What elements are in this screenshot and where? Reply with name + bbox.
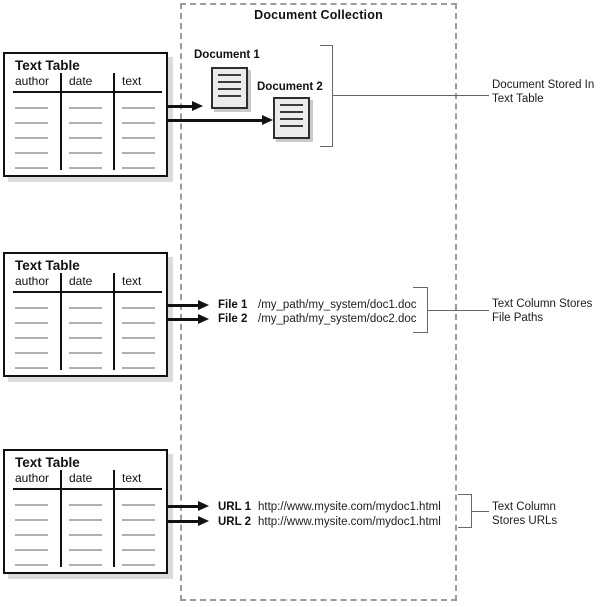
text-table-2: Text Table author date text <box>3 252 168 377</box>
placeholder-rows <box>15 307 48 370</box>
arrow-to-url-2 <box>166 516 209 527</box>
arrow-shaft <box>166 105 194 108</box>
annotation-line: File Paths <box>492 312 544 324</box>
document-2-label: Document 2 <box>257 81 323 93</box>
document-1-label: Document 1 <box>194 49 260 61</box>
document-collection-box <box>180 3 457 601</box>
annotation-line: Text Column Stores <box>492 298 593 310</box>
header-underline <box>13 91 162 93</box>
file-1-row: File 1 /my_path/my_system/doc1.doc <box>218 299 417 311</box>
column-header-author: author <box>15 274 50 288</box>
text-table-1: Text Table author date text <box>3 52 168 177</box>
arrow-head-icon <box>198 314 209 324</box>
url-2-label: URL 2 <box>218 516 252 528</box>
arrow-head-icon <box>192 101 203 111</box>
header-underline <box>13 488 162 490</box>
annotation-document-stored: Document Stored In Text Table <box>492 78 594 106</box>
annotation-file-paths: Text Column Stores File Paths <box>492 297 592 325</box>
arrow-head-icon <box>198 501 209 511</box>
file-2-row: File 2 /my_path/my_system/doc2.doc <box>218 313 417 325</box>
document-1-icon <box>211 67 248 109</box>
arrow-head-icon <box>198 516 209 526</box>
text-table-3: Text Table author date text <box>3 449 168 574</box>
column-header-date: date <box>69 274 93 288</box>
column-divider <box>113 73 115 170</box>
documents-bracket <box>320 45 333 147</box>
urls-bracket <box>458 494 472 528</box>
arrow-to-file-2 <box>166 314 209 325</box>
annotation-line: Text Table <box>492 93 544 105</box>
placeholder-rows <box>15 107 48 170</box>
file-1-label: File 1 <box>218 299 248 311</box>
column-header-date: date <box>69 471 93 485</box>
url-1-label: URL 1 <box>218 501 252 513</box>
annotation-line: Text Column <box>492 501 556 513</box>
url-2-row: URL 2 http://www.mysite.com/mydoc1.html <box>218 516 441 528</box>
column-header-author: author <box>15 74 50 88</box>
column-header-text: text <box>122 74 142 88</box>
urls-annotation-line <box>472 511 489 512</box>
url-1-row: URL 1 http://www.mysite.com/mydoc1.html <box>218 501 441 513</box>
table-title: Text Table <box>15 258 80 273</box>
column-header-text: text <box>122 471 142 485</box>
arrow-head-icon <box>262 115 273 125</box>
arrow-to-document-1 <box>166 101 203 112</box>
url-2-value: http://www.mysite.com/mydoc1.html <box>258 516 441 528</box>
column-divider <box>60 470 62 567</box>
annotation-line: Document Stored In <box>492 79 595 91</box>
column-header-date: date <box>69 74 93 88</box>
document-text-lines <box>280 104 303 132</box>
placeholder-rows <box>15 504 48 567</box>
arrow-shaft <box>166 318 200 321</box>
placeholder-rows <box>69 504 102 567</box>
header-underline <box>13 291 162 293</box>
document-collection-title: Document Collection <box>254 8 383 22</box>
column-header-text: text <box>122 274 142 288</box>
table-title: Text Table <box>15 455 80 470</box>
arrow-to-url-1 <box>166 501 209 512</box>
placeholder-rows <box>122 307 155 370</box>
placeholder-rows <box>122 504 155 567</box>
files-bracket <box>413 287 428 333</box>
column-divider <box>60 73 62 170</box>
documents-annotation-line <box>333 95 489 96</box>
table-title: Text Table <box>15 58 80 73</box>
placeholder-rows <box>69 107 102 170</box>
placeholder-rows <box>122 107 155 170</box>
arrow-to-file-1 <box>166 300 209 311</box>
column-header-author: author <box>15 471 50 485</box>
file-1-path: /my_path/my_system/doc1.doc <box>258 299 417 311</box>
document-2-icon <box>273 97 310 139</box>
annotation-urls: Text Column Stores URLs <box>492 500 557 528</box>
url-1-value: http://www.mysite.com/mydoc1.html <box>258 501 441 513</box>
column-divider <box>113 470 115 567</box>
arrow-shaft <box>166 304 200 307</box>
column-divider <box>113 273 115 370</box>
placeholder-rows <box>69 307 102 370</box>
document-text-lines <box>218 74 241 102</box>
file-2-label: File 2 <box>218 313 248 325</box>
arrow-shaft <box>166 505 200 508</box>
files-annotation-line <box>428 310 489 311</box>
arrow-to-document-2 <box>166 115 273 126</box>
arrow-shaft <box>166 119 264 122</box>
arrow-head-icon <box>198 300 209 310</box>
file-2-path: /my_path/my_system/doc2.doc <box>258 313 417 325</box>
column-divider <box>60 273 62 370</box>
arrow-shaft <box>166 520 200 523</box>
annotation-line: Stores URLs <box>492 515 558 527</box>
